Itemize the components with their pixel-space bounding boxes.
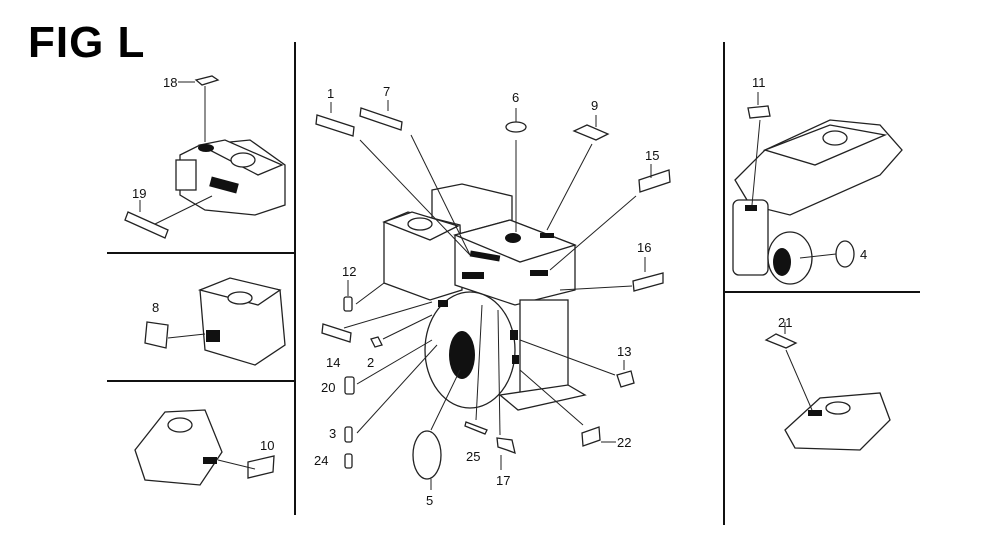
callout-16: 16: [637, 240, 651, 255]
tank-cover: [784, 392, 891, 451]
callout-1: 1: [327, 86, 334, 101]
decal-7: [359, 107, 403, 131]
air-cleaner: [197, 277, 286, 366]
engine-cover: [134, 409, 223, 486]
decal-25: [464, 421, 488, 435]
callout-11: 11: [752, 75, 766, 90]
oring-5: [412, 430, 442, 480]
decal-13: [616, 370, 635, 388]
callout-25: 25: [466, 449, 480, 464]
callout-4: 4: [860, 247, 867, 262]
callout-2: 2: [367, 355, 374, 370]
decal-16: [632, 272, 664, 292]
callout-9: 9: [591, 98, 598, 113]
callout-3: 3: [329, 426, 336, 441]
callout-20: 20: [321, 380, 335, 395]
callout-8: 8: [152, 300, 159, 315]
oring-4: [835, 240, 855, 268]
callout-13: 13: [617, 344, 631, 359]
decal-9: [572, 124, 610, 141]
callout-5: 5: [426, 493, 433, 508]
decal-1: [315, 114, 355, 137]
callout-21: 21: [778, 315, 792, 330]
decal-10: [247, 455, 275, 479]
callout-6: 6: [512, 90, 519, 105]
engine-main: [382, 183, 587, 411]
callout-14: 14: [326, 355, 340, 370]
fuel-tank-small: [175, 139, 286, 216]
decal-24: [344, 453, 353, 469]
callout-22: 22: [617, 435, 631, 450]
figure-title: FIG L: [28, 18, 146, 67]
callout-19: 19: [132, 186, 146, 201]
decal-11: [747, 105, 771, 119]
callout-10: 10: [260, 438, 274, 453]
callout-17: 17: [496, 473, 510, 488]
callout-7: 7: [383, 84, 390, 99]
decal-19: [124, 211, 169, 239]
decal-2: [370, 336, 383, 348]
decal-12: [343, 296, 353, 312]
callout-12: 12: [342, 264, 356, 279]
decal-22: [581, 426, 601, 447]
decal-21: [764, 333, 798, 349]
decal-8: [144, 321, 169, 349]
fuel-tank-large: [732, 119, 903, 285]
callout-18: 18: [163, 75, 177, 90]
decal-15: [638, 169, 671, 193]
decal-17: [496, 437, 516, 455]
decal-14: [321, 323, 352, 343]
decal-20: [344, 376, 355, 395]
decal-18: [194, 75, 220, 86]
decal-6: [505, 121, 527, 133]
callout-24: 24: [314, 453, 328, 468]
callout-15: 15: [645, 148, 659, 163]
decal-3: [344, 426, 353, 443]
